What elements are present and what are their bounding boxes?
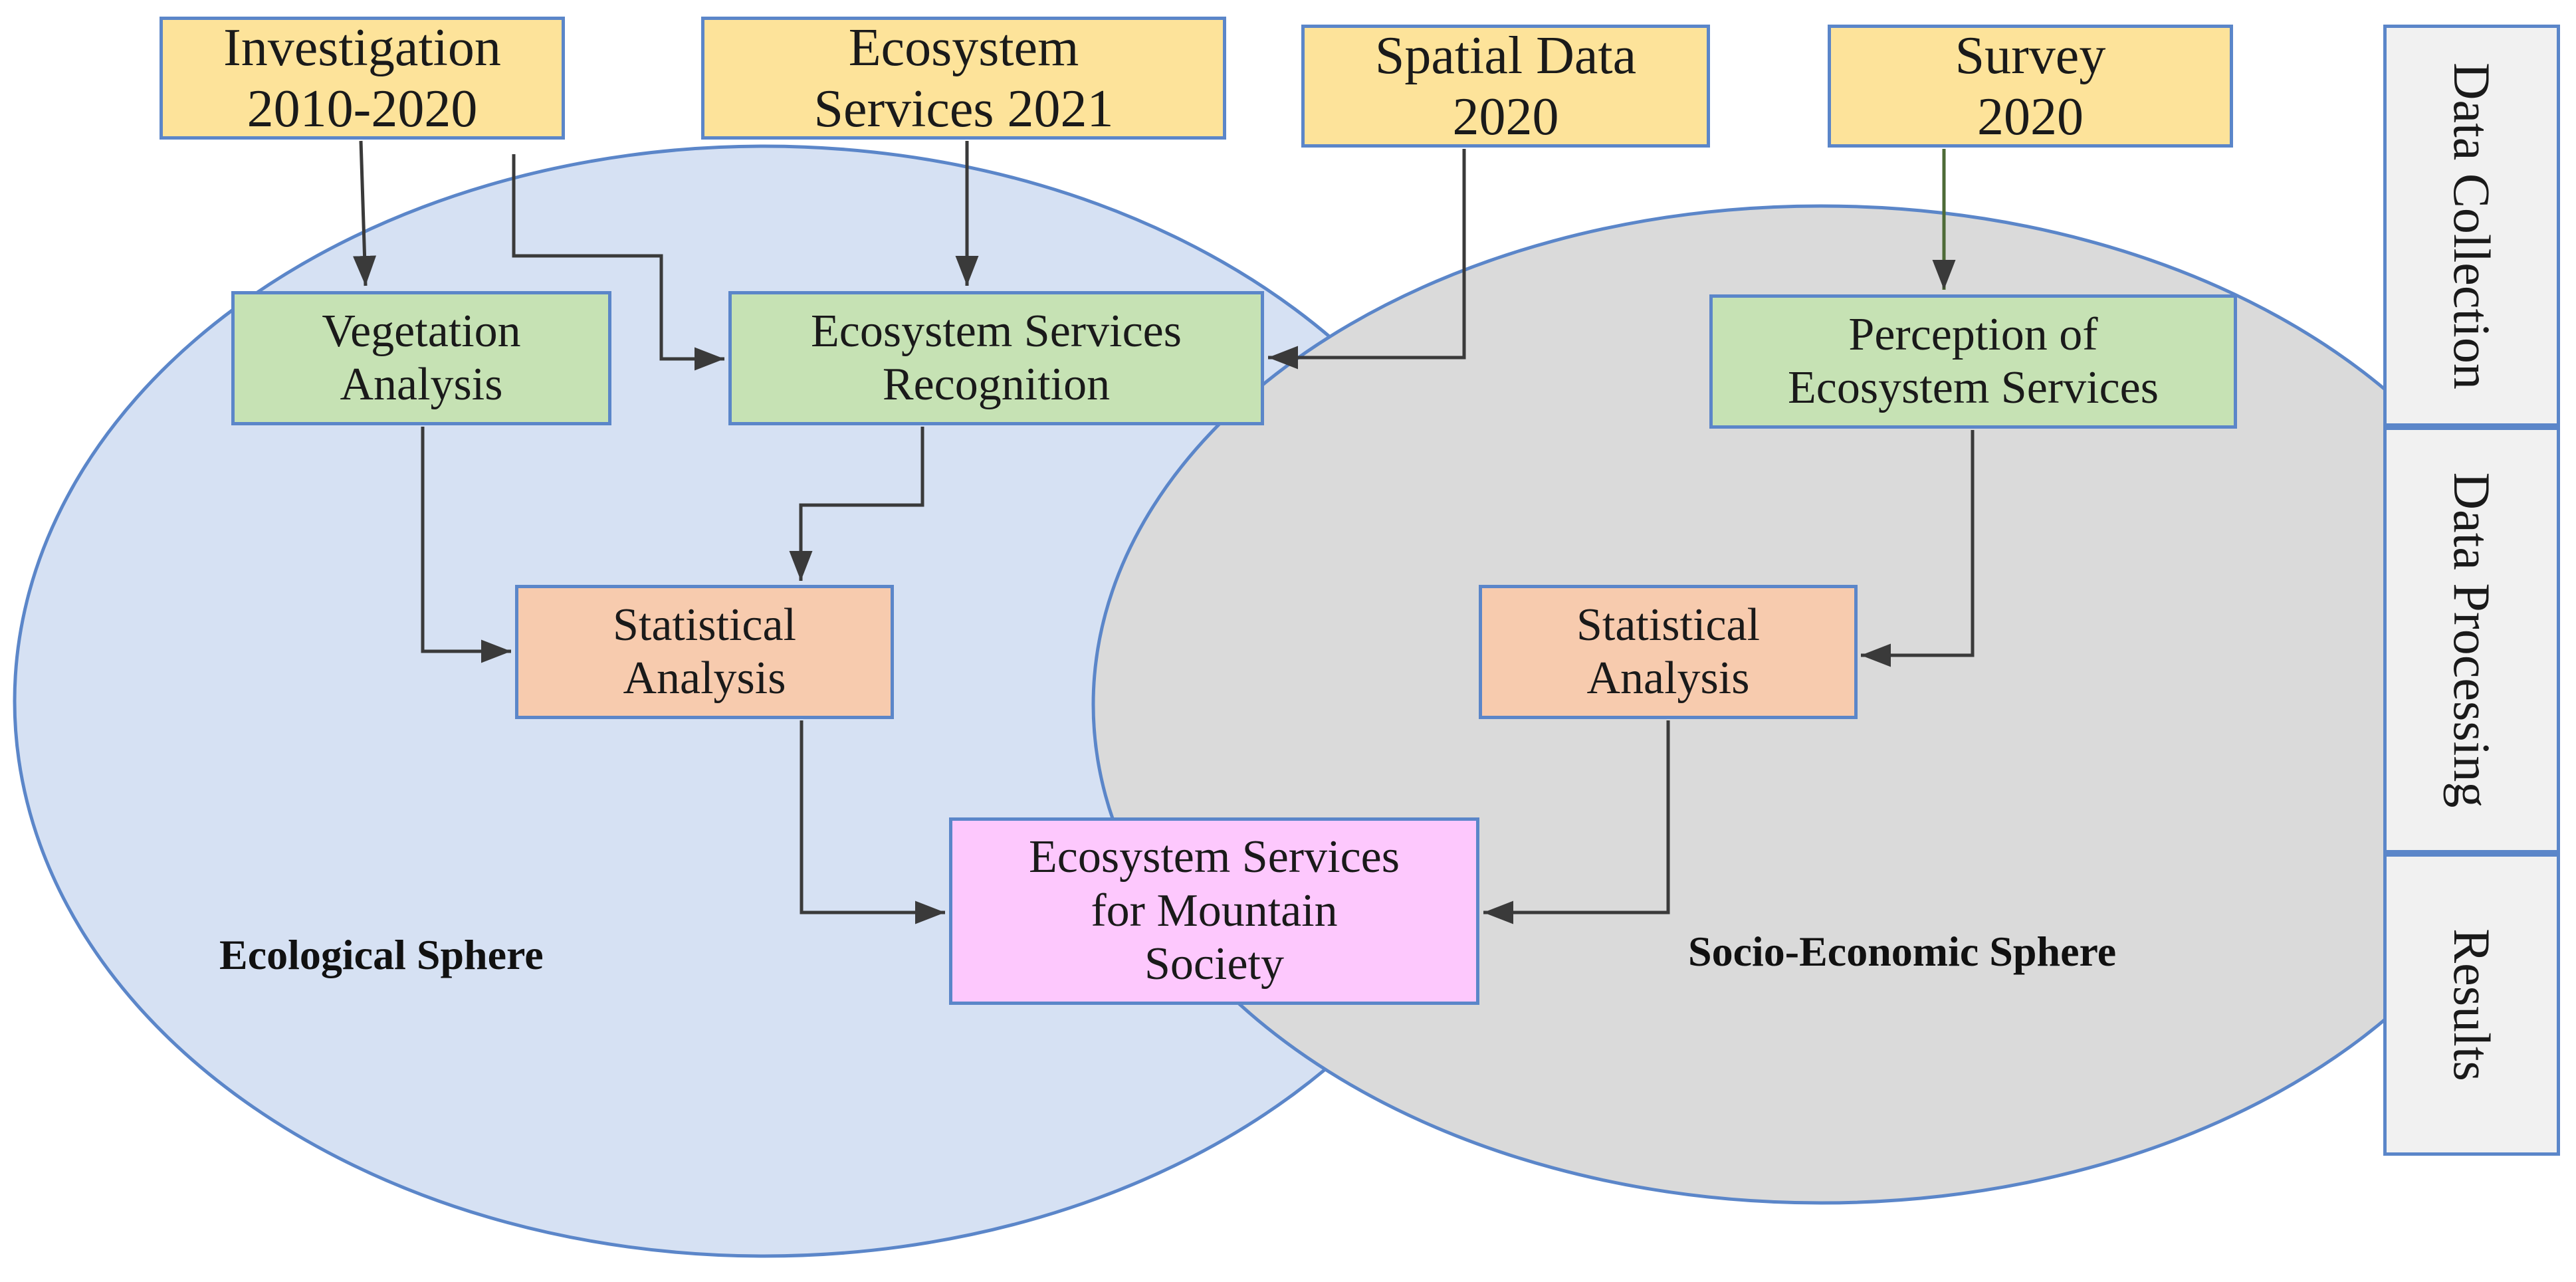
stage-results-label: Results (2443, 928, 2501, 1081)
investigation-source-box: Investigation 2010-2020 (160, 17, 565, 140)
spatial-data-source-box: Spatial Data 2020 (1301, 25, 1710, 148)
stage-data-processing: Data Processing (2383, 427, 2560, 853)
perception-of-ecosystem-services-box: Perception of Ecosystem Services (1709, 294, 2237, 429)
stage-data-collection: Data Collection (2383, 25, 2560, 427)
arrow-right-statistics-to-result (1483, 720, 1670, 924)
arrow-perception-to-statistics (1861, 430, 1975, 667)
vegetation-analysis-box: Vegetation Analysis (231, 291, 611, 425)
arrow-recognition-to-statistics (789, 427, 924, 581)
socio-economic-sphere-label: Socio-Economic Sphere (1688, 928, 2117, 975)
ecosystem-services-mountain-society-box: Ecosystem Services for Mountain Society (949, 817, 1479, 1005)
arrow-investigation-to-recognition (512, 154, 724, 371)
statistical-analysis-left-box: Statistical Analysis (515, 585, 894, 719)
stage-data-collection-label: Data Collection (2443, 62, 2501, 389)
arrow-investigation-to-vegetation (353, 140, 377, 286)
survey-source-box: Survey 2020 (1828, 25, 2233, 148)
ecosystem-services-recognition-box: Ecosystem Services Recognition (728, 291, 1264, 425)
ecological-sphere-label: Ecological Sphere (219, 931, 544, 978)
statistical-analysis-right-box: Statistical Analysis (1479, 585, 1858, 719)
arrow-vegetation-to-statistics (421, 427, 511, 663)
ecosystem-services-2021-source-box: Ecosystem Services 2021 (701, 17, 1226, 140)
arrow-left-statistics-to-result (800, 720, 945, 924)
stage-results: Results (2383, 853, 2560, 1156)
stage-data-processing-label: Data Processing (2443, 472, 2501, 808)
arrow-spatial-to-recognition (1268, 149, 1466, 370)
